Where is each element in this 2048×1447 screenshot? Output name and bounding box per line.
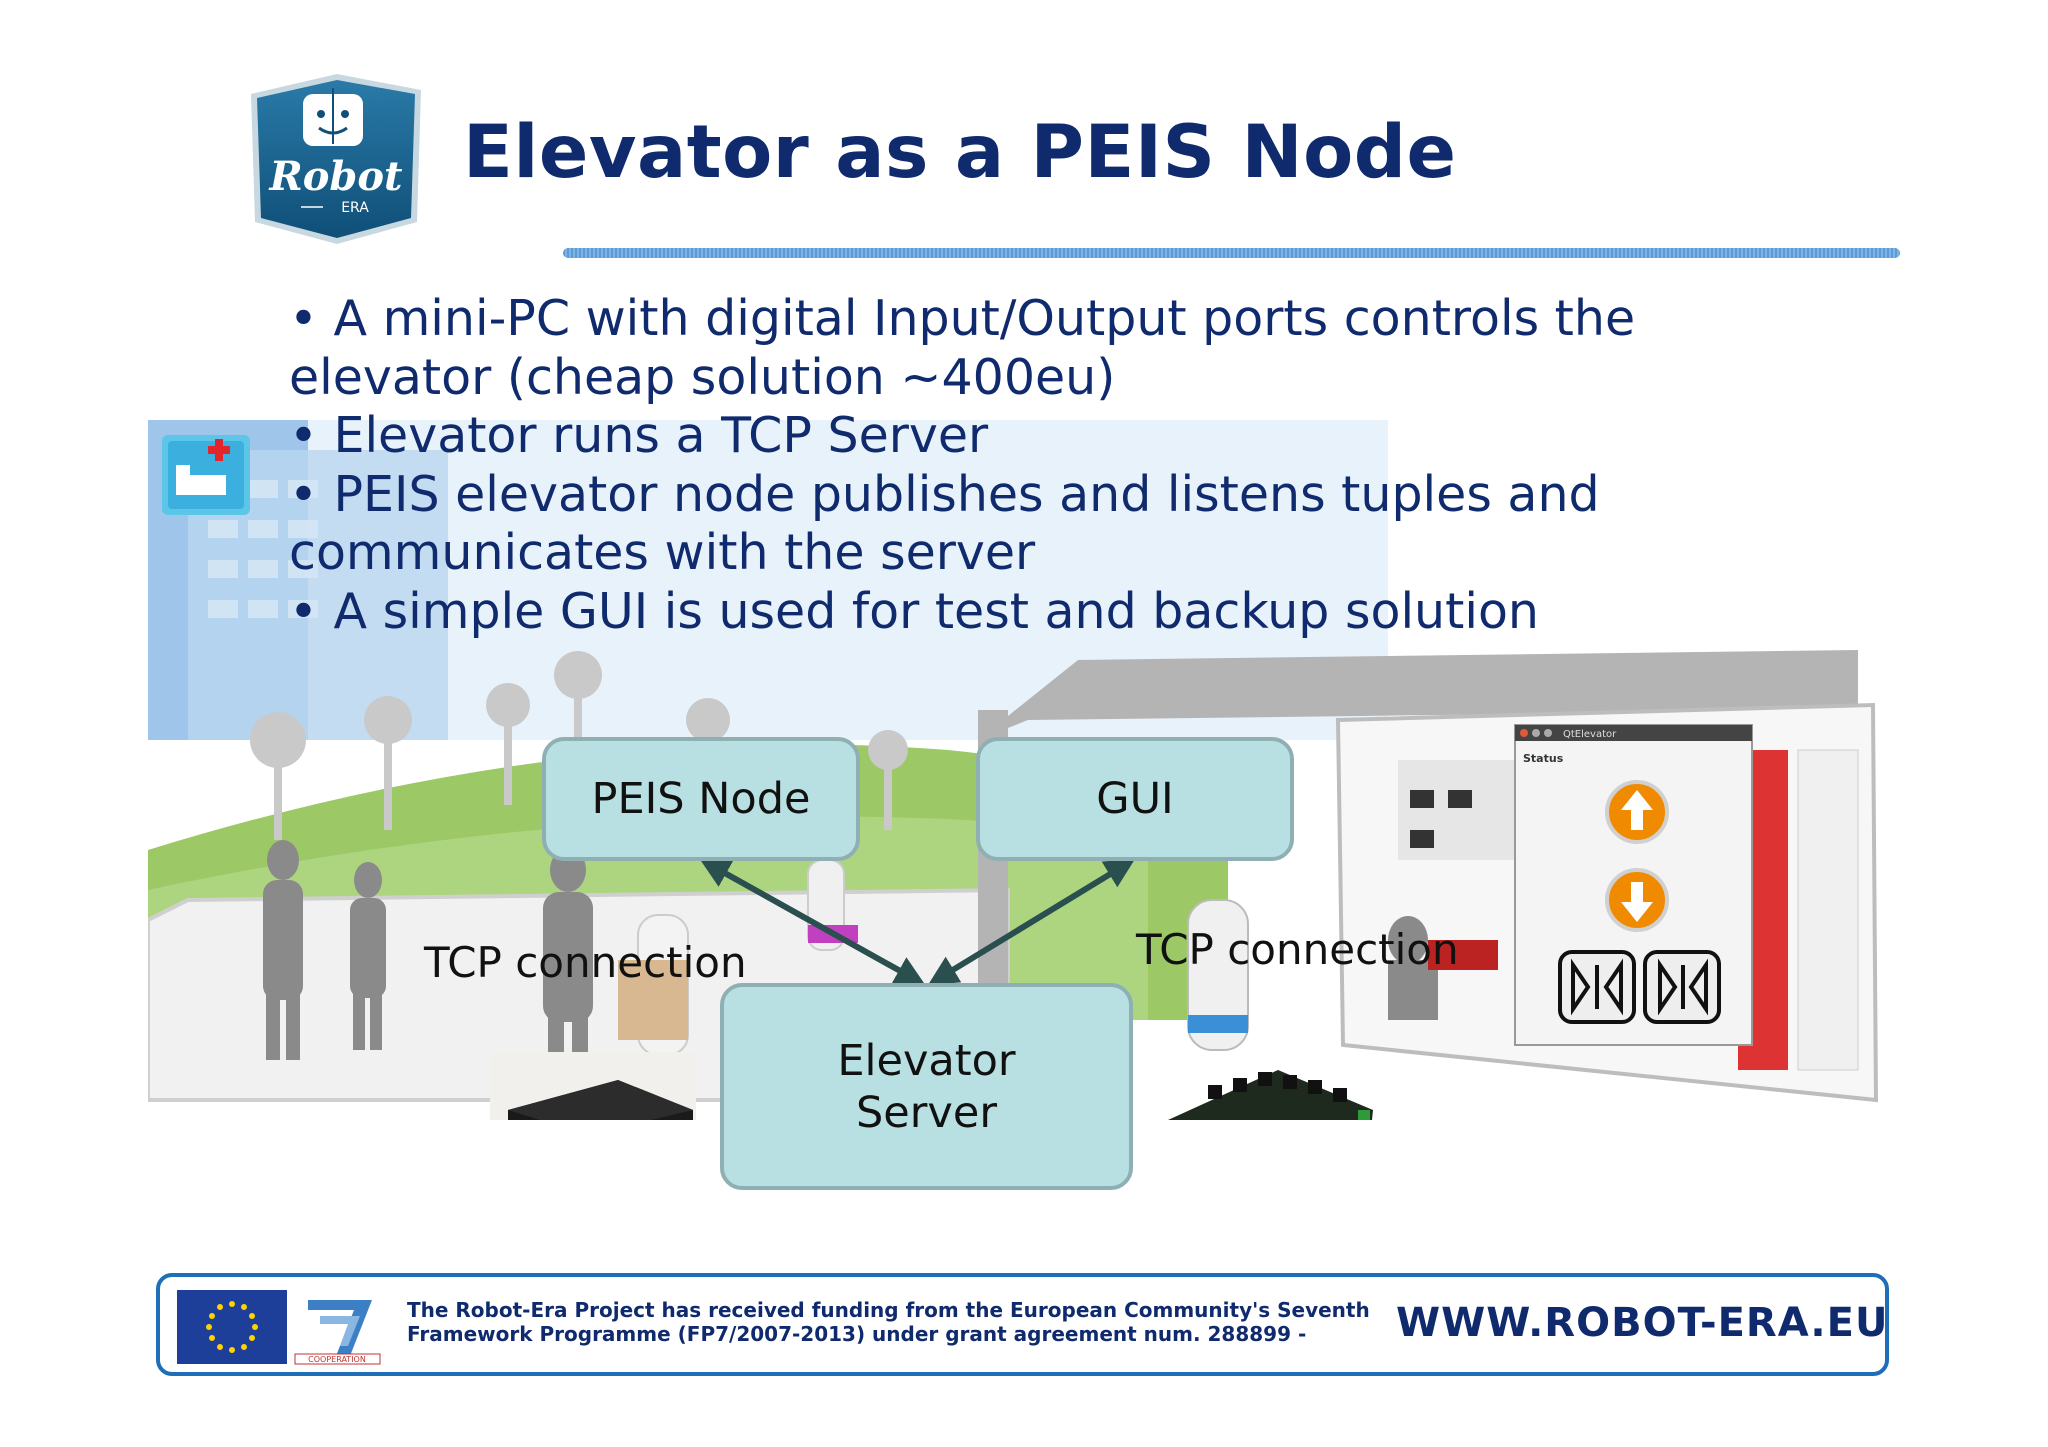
arrow-gui-server	[927, 858, 1136, 986]
elevator-server-box: Elevator Server	[720, 983, 1133, 1190]
bullet-line: • PEIS elevator node publishes and liste…	[289, 465, 1600, 523]
elevator-server-label-line2: Server	[855, 1087, 997, 1138]
bullet-line: • A mini-PC with digital Input/Output po…	[289, 290, 1636, 347]
bullet-line: • Elevator runs a TCP Server	[289, 407, 989, 464]
bullet-list: • A mini-PC with digital Input/Output po…	[289, 290, 1689, 641]
gui-window-title: QtElevator	[1563, 729, 1617, 740]
tcp-connection-label-left: TCP connection	[424, 938, 747, 987]
bullet-line: communicates with the server	[289, 524, 1036, 581]
fp7-logo: COOPERATION	[294, 1300, 381, 1365]
logo-subtext: ERA	[341, 200, 369, 216]
bullet-line: • A simple GUI is used for test and back…	[289, 582, 1539, 640]
funding-statement: The Robot-Era Project has received fundi…	[407, 1298, 1370, 1346]
slide-title: Elevator as a PEIS Node	[463, 110, 1457, 195]
elevator-server-label-line1: Elevator	[837, 1035, 1016, 1086]
funding-line: The Robot-Era Project has received fundi…	[407, 1298, 1370, 1322]
peis-node-box: PEIS Node	[542, 737, 860, 861]
footer-banner	[156, 1273, 1889, 1376]
logo-text: Robot	[268, 153, 403, 200]
arrow-peis-server	[699, 859, 926, 985]
gui-label: GUI	[1096, 774, 1174, 824]
funding-line: Framework Programme (FP7/2007-2013) unde…	[407, 1322, 1307, 1346]
fp7-label: COOPERATION	[308, 1355, 366, 1364]
project-url[interactable]: WWW.ROBOT-ERA.EU	[1396, 1300, 1889, 1346]
gui-status-label: Status	[1523, 752, 1564, 765]
tcp-connection-label-right: TCP connection	[1136, 925, 1459, 974]
gui-box: GUI	[976, 737, 1294, 861]
robot-era-logo: Robot ERA	[251, 74, 421, 244]
title-underline	[563, 248, 1900, 258]
eu-flag-icon	[177, 1290, 287, 1364]
bullet-line: elevator (cheap solution ~400eu)	[289, 348, 1116, 406]
peis-node-label: PEIS Node	[591, 774, 811, 824]
